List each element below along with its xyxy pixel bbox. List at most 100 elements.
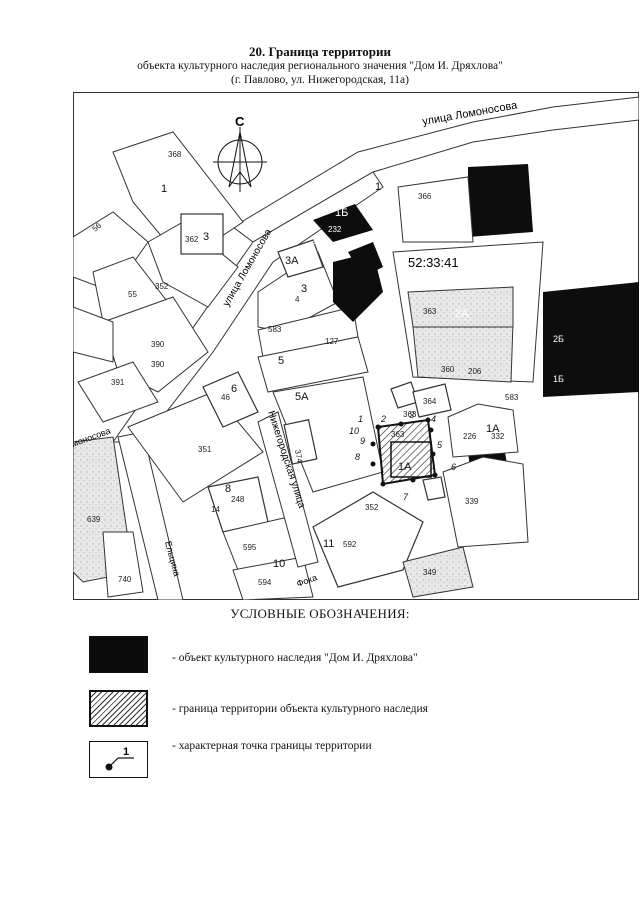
lot-label: 360	[441, 365, 455, 374]
parcel-592	[312, 491, 424, 588]
lot-label: 594	[258, 578, 272, 587]
legend-swatch-boundary	[89, 690, 148, 727]
point-label: 3	[409, 410, 414, 420]
lot-label: 374	[293, 449, 304, 464]
lot-label: 231	[311, 237, 325, 246]
legend-label-heritage: - объект культурного наследия "Дом И. Др…	[172, 652, 418, 664]
parcel-339	[442, 456, 529, 548]
legend-label-point: - характерная точка границы территории	[172, 740, 372, 752]
bld-label: 3	[203, 231, 209, 243]
point-label: 5	[437, 440, 443, 450]
lot-label: 363	[403, 410, 417, 419]
cadastral-block-label: 52:33:41	[408, 255, 459, 270]
north-label: С	[235, 114, 245, 129]
heritage-object-1A-top	[468, 164, 533, 237]
bld-label: 5	[278, 355, 284, 367]
parcel-26	[422, 476, 446, 501]
page-address: (г. Павлово, ул. Нижегородская, 11а)	[231, 74, 409, 86]
lot-label: 390	[151, 360, 165, 369]
page-title: 20. Граница территории	[249, 44, 391, 59]
lot-label: 364	[423, 397, 437, 406]
parcel-349	[402, 546, 474, 598]
lot-label: 391	[111, 378, 125, 387]
bld-label: 11	[323, 538, 334, 550]
building-362	[180, 213, 224, 255]
bld-label: 2Б	[553, 334, 564, 344]
lot-label: 339	[465, 497, 479, 506]
parcel-740	[102, 531, 144, 598]
building-1A-main	[390, 441, 432, 478]
lot-label: 583	[505, 393, 519, 402]
bld-label: 3	[301, 283, 307, 295]
parcel-594	[232, 556, 314, 600]
bld-label: 1А	[398, 461, 412, 473]
lot-label: 592	[343, 540, 357, 549]
point-marker-icon: 1	[105, 746, 134, 771]
bld-label: 10	[273, 558, 285, 570]
heritage-object-top-left	[348, 242, 383, 277]
point-label: 6	[451, 462, 456, 472]
parcel-366	[397, 176, 474, 243]
parcel-3A	[277, 239, 324, 278]
lot-label: 366	[418, 192, 432, 201]
bld-label: 5А	[295, 391, 309, 403]
bld-label: 1А	[486, 423, 500, 435]
parcel-364	[412, 383, 452, 418]
parcel-46	[202, 371, 259, 428]
lot-label: 4	[295, 295, 300, 304]
north-arrow: С	[213, 114, 267, 192]
parcel-5	[257, 336, 369, 393]
parcel-362	[147, 221, 239, 308]
lot-label: 352	[155, 282, 169, 291]
parcel-363-gray	[407, 286, 514, 328]
point-label: 7	[403, 492, 409, 502]
lot-label: 740	[118, 575, 132, 584]
territory-boundary	[376, 418, 437, 486]
lot-label: 352	[365, 503, 379, 512]
lot-label: 349	[423, 568, 437, 577]
building-374	[283, 419, 318, 465]
parcel-360	[412, 321, 514, 383]
street-nizhegorodskaya	[257, 411, 319, 568]
bld-label: 1Б	[553, 374, 564, 384]
lot-label: 248	[231, 495, 245, 504]
lot-label: 14	[211, 505, 220, 514]
parcel-226	[447, 403, 519, 458]
lot-label: 351	[198, 445, 212, 454]
point-label: 1	[358, 414, 363, 424]
parcel-391	[77, 361, 159, 423]
bld-label: 3А	[285, 255, 299, 267]
lot-label: 363	[391, 430, 405, 439]
legend-label-boundary: - граница территории объекта культурного…	[172, 703, 428, 715]
lot-label: 55	[128, 290, 137, 299]
heritage-object-1B	[313, 204, 373, 242]
lot-label: 226	[463, 432, 477, 441]
point-label: 2	[380, 414, 386, 424]
lot-label: 368	[168, 150, 182, 159]
point-label: 8	[355, 452, 360, 462]
lot-label: 595	[243, 543, 257, 552]
lot-label: 363	[423, 307, 437, 316]
point-label: 9	[360, 436, 365, 446]
lot-label: 639	[87, 515, 101, 524]
lot-label: 390	[151, 340, 165, 349]
bld-label: 1	[161, 183, 167, 195]
bld-label: 1	[375, 181, 381, 193]
lot-label: 46	[221, 393, 230, 402]
lot-label: 583	[268, 325, 282, 334]
bld-label: 6	[231, 383, 237, 395]
bld-label: 1А	[443, 183, 457, 195]
cadastral-map: С улица Ломоносова улица Ломоносова моно…	[73, 92, 639, 600]
lot-label: 372	[453, 198, 467, 207]
boundary-points	[370, 417, 438, 487]
lot-label: 232	[328, 225, 342, 234]
page-subtitle: объекта культурного наследия регионально…	[137, 60, 503, 72]
point-label: 4	[431, 414, 436, 424]
legend-swatch-point: 1	[89, 741, 148, 778]
legend-swatch-heritage	[89, 636, 148, 673]
lot-label: 206	[468, 367, 482, 376]
legend-heading: УСЛОВНЫЕ ОБОЗНАЧЕНИЯ:	[230, 606, 410, 621]
lot-label: 332	[491, 432, 505, 441]
bld-label: 2А	[455, 308, 469, 320]
bld-label: 1Б	[335, 207, 348, 219]
